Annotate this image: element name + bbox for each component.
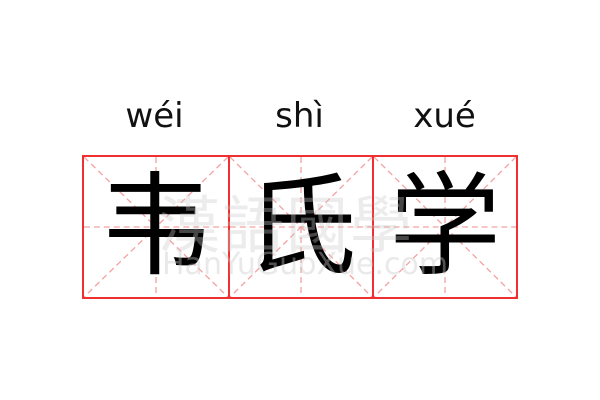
pinyin-3: xué <box>413 96 476 136</box>
guide-lines <box>229 157 372 297</box>
guide-lines <box>84 157 228 297</box>
hanzi-1: 韦 <box>99 162 212 292</box>
hanzi-2: 氏 <box>244 162 357 292</box>
character-cell: 氏 <box>227 157 372 297</box>
character-cell: 学 <box>371 157 516 297</box>
hanzi-3: 学 <box>388 162 501 292</box>
pinyin-1: wéi <box>125 96 184 136</box>
pinyin-2: shì <box>275 96 324 136</box>
guide-lines <box>373 157 516 297</box>
character-grid: 韦 氏 学 <box>82 155 518 299</box>
character-cell: 韦 <box>84 157 228 297</box>
